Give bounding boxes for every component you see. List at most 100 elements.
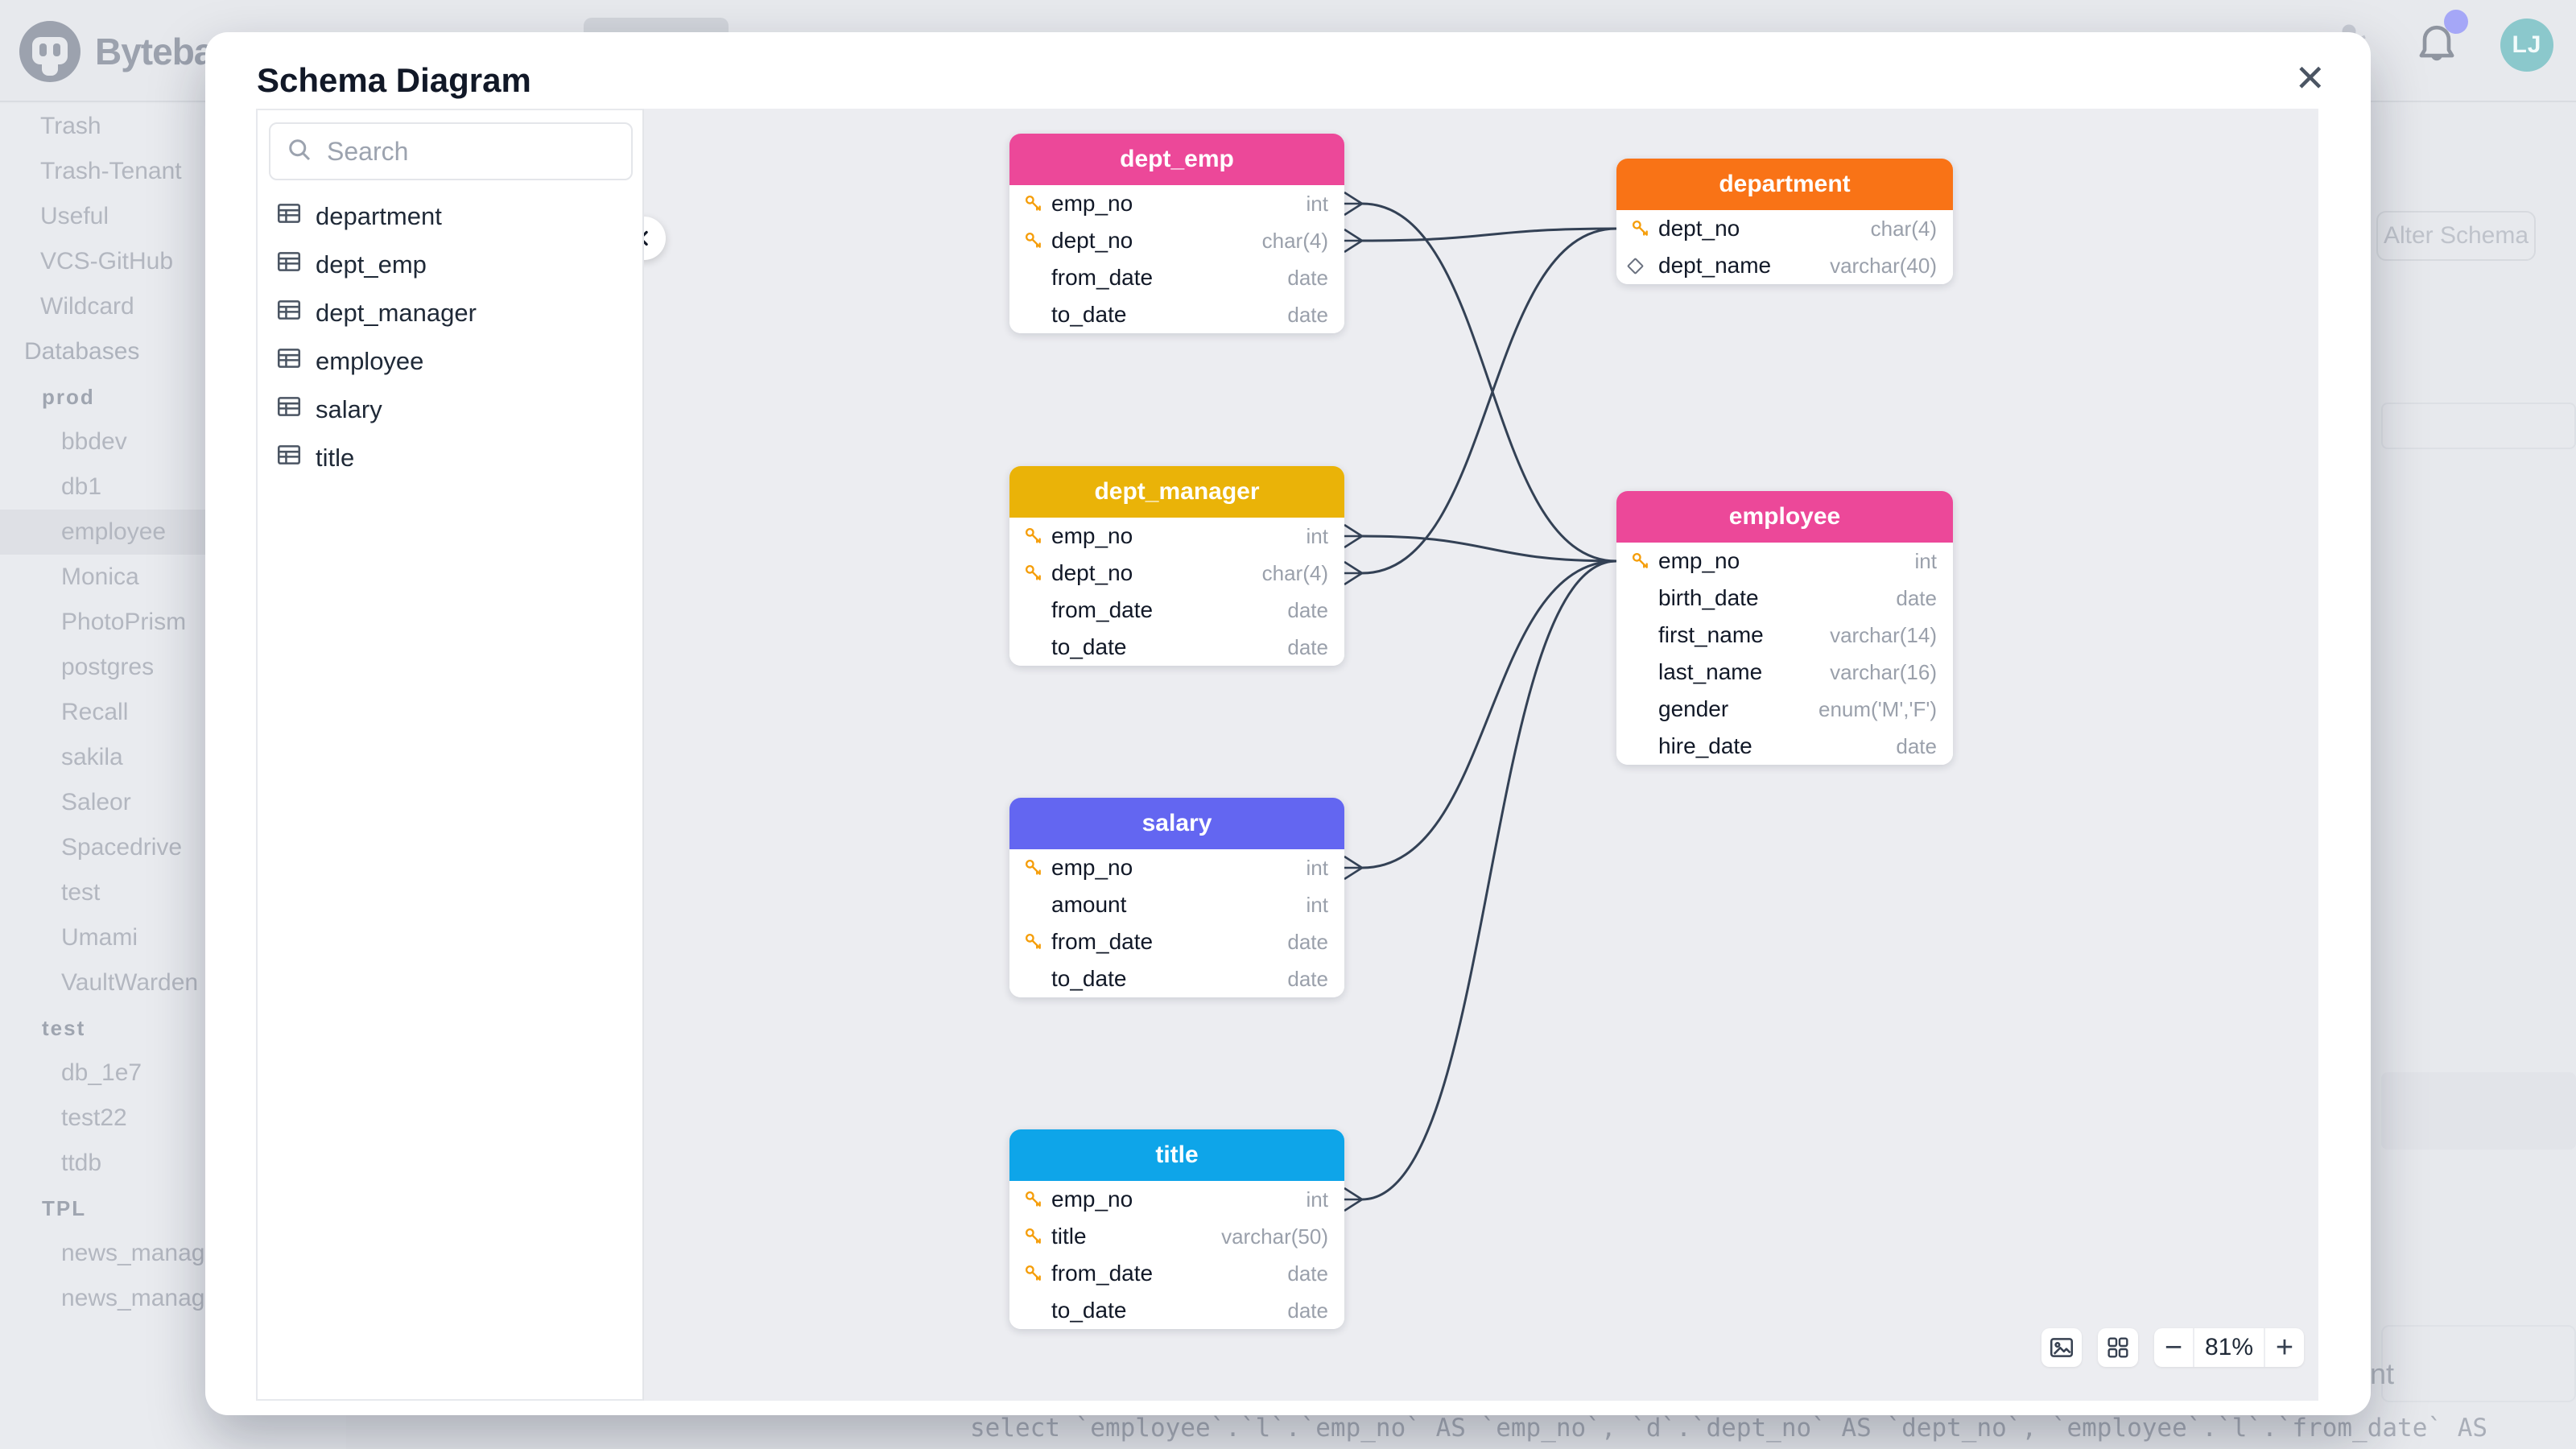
- table-icon: [275, 296, 303, 330]
- table-list-item-employee[interactable]: employee: [258, 337, 642, 386]
- column-type: date: [1896, 585, 1937, 610]
- column-type: int: [1306, 523, 1328, 548]
- background-panel-fragment: [2381, 1072, 2576, 1150]
- column-name: first_name: [1658, 622, 1764, 647]
- sidebar-item-useful[interactable]: Useful: [40, 203, 109, 229]
- column-name: emp_no: [1051, 523, 1133, 548]
- sidebar-item-db1[interactable]: db1: [61, 473, 102, 500]
- sidebar-item-umami[interactable]: Umami: [61, 924, 138, 951]
- sidebar-item-news_manage[interactable]: news_manage: [61, 1240, 219, 1266]
- sidebar-item-wildcard[interactable]: Wildcard: [40, 293, 134, 320]
- zoom-control: − 81% +: [2154, 1328, 2304, 1367]
- search-input[interactable]: [327, 136, 601, 167]
- export-image-button[interactable]: [2041, 1328, 2082, 1367]
- column-name: hire_date: [1658, 733, 1752, 758]
- column-name: gender: [1658, 696, 1729, 721]
- sidebar-item-trash[interactable]: Trash: [40, 113, 101, 139]
- table-list-label: department: [316, 202, 442, 230]
- column-type: int: [1306, 892, 1328, 917]
- sidebar-item-tpl: TPL: [42, 1195, 87, 1220]
- sidebar-item-photoprism[interactable]: PhotoPrism: [61, 609, 187, 635]
- sidebar-item-test[interactable]: test: [61, 879, 101, 906]
- sidebar-item-news_manage[interactable]: news_manage: [61, 1285, 219, 1311]
- column-type: date: [1287, 265, 1328, 290]
- sidebar-item-db_1e7[interactable]: db_1e7: [61, 1059, 142, 1086]
- column-type: date: [1287, 966, 1328, 991]
- modal-title: Schema Diagram: [257, 61, 531, 99]
- column-type: varchar(14): [1830, 622, 1937, 647]
- table-list-item-department[interactable]: department: [258, 192, 642, 241]
- zoom-out-button[interactable]: −: [2154, 1328, 2194, 1367]
- primary-key-icon: [1022, 931, 1051, 953]
- sidebar-item-test22[interactable]: test22: [61, 1104, 127, 1131]
- column-type: char(4): [1261, 228, 1328, 253]
- close-icon[interactable]: ✕: [2294, 57, 2326, 99]
- table-header: salary: [1009, 798, 1344, 849]
- index-diamond-icon: [1626, 257, 1658, 275]
- table-list-panel: department dept_empdept_manageremployeesa…: [256, 109, 644, 1401]
- table-list-item-salary[interactable]: salary: [258, 386, 642, 434]
- column-row-dept_no: dept_no char(4): [1616, 210, 1953, 247]
- table-header: title: [1009, 1129, 1344, 1181]
- sidebar-item-prod: prod: [42, 384, 95, 409]
- column-name: emp_no: [1051, 855, 1133, 880]
- sidebar-item-sakila[interactable]: sakila: [61, 744, 123, 770]
- table-icon: [275, 441, 303, 475]
- sidebar-item-saleor[interactable]: Saleor: [61, 789, 131, 815]
- primary-key-icon: [1022, 1188, 1051, 1211]
- table-list-label: title: [316, 444, 355, 472]
- avatar[interactable]: LJ: [2500, 18, 2553, 72]
- sidebar-item-postgres[interactable]: postgres: [61, 654, 155, 680]
- column-type: int: [1306, 855, 1328, 880]
- column-name: dept_no: [1658, 216, 1740, 241]
- column-type: varchar(50): [1221, 1224, 1328, 1249]
- sidebar-item-ttdb[interactable]: ttdb: [61, 1150, 102, 1176]
- table-icon: [275, 393, 303, 427]
- column-name: last_name: [1658, 659, 1763, 684]
- column-type: date: [1287, 597, 1328, 622]
- column-type: varchar(16): [1830, 659, 1937, 684]
- sidebar-item-trash-tenant[interactable]: Trash-Tenant: [40, 158, 182, 184]
- column-type: char(4): [1870, 216, 1937, 241]
- table-list-item-dept_manager[interactable]: dept_manager: [258, 289, 642, 337]
- column-row-emp_no: emp_no int: [1009, 849, 1344, 886]
- sidebar-item-vcs-github[interactable]: VCS-GitHub: [40, 248, 174, 275]
- alter-schema-button[interactable]: Alter Schema: [2376, 211, 2536, 261]
- table-list-item-dept_emp[interactable]: dept_emp: [258, 241, 642, 289]
- notification-dot: [2444, 10, 2468, 34]
- sidebar-item-archive[interactable]: Archive: [0, 1442, 346, 1449]
- table-list-item-title[interactable]: title: [258, 434, 642, 482]
- zoom-in-button[interactable]: +: [2264, 1328, 2304, 1367]
- sidebar-item-test: test: [42, 1015, 86, 1040]
- sidebar-item-spacedrive[interactable]: Spacedrive: [61, 834, 183, 861]
- column-name: to_date: [1051, 634, 1127, 659]
- sidebar-item-vaultwarden[interactable]: VaultWarden: [61, 969, 199, 996]
- background-panel-fragment: [2381, 402, 2576, 449]
- sidebar-item-bbdev[interactable]: bbdev: [61, 428, 127, 455]
- bytebase-logo-icon: [19, 21, 80, 82]
- notification-bell-icon[interactable]: [2412, 10, 2468, 72]
- primary-key-icon: [1022, 192, 1051, 215]
- sidebar-item-recall[interactable]: Recall: [61, 699, 129, 725]
- auto-layout-button[interactable]: [2098, 1328, 2138, 1367]
- sidebar-item-monica[interactable]: Monica: [61, 564, 139, 590]
